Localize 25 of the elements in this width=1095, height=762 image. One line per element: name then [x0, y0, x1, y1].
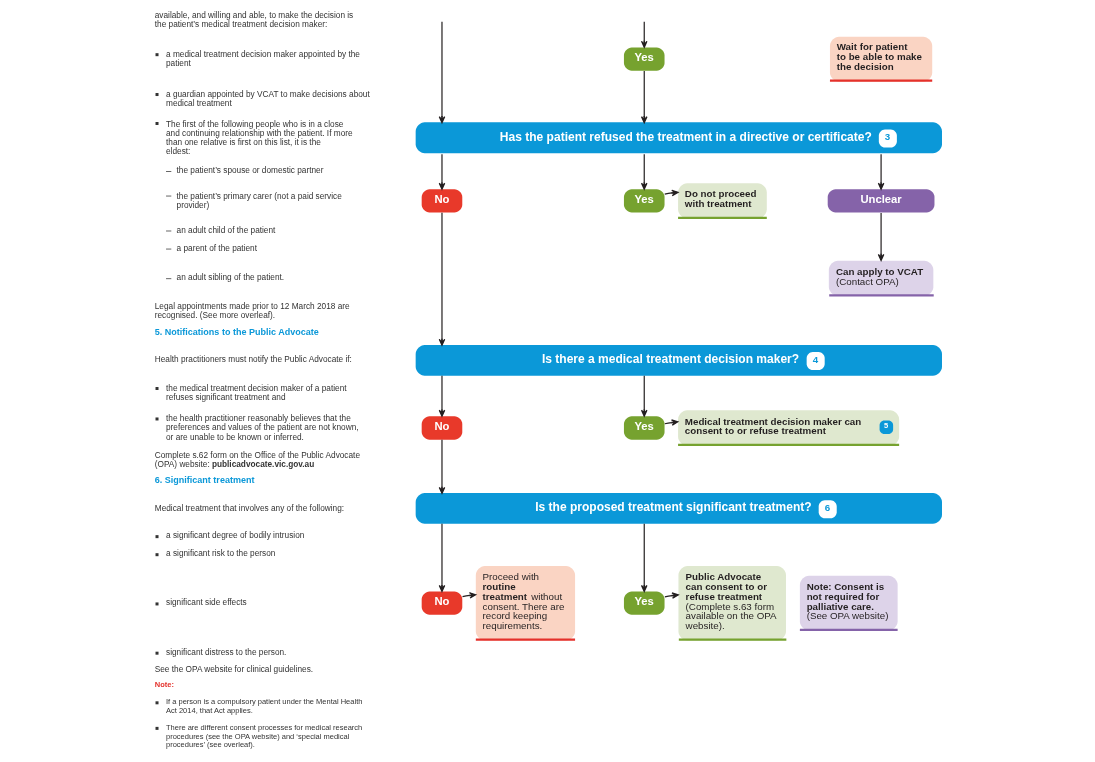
label: Medical treatment that involves any of the following:: [154, 503, 344, 513]
label: a medical treatment decision maker appointed by the patient: [165, 49, 360, 68]
label: the medical treatment decision maker of a patient refuses significant treatment and: [165, 383, 347, 402]
label: The first of the following people who is in a close and continuing relationship with the patient. If more than one relative is first on this list, it is the eldest:: [165, 119, 353, 156]
label: available, and willing and able, to make the decision is the patient’s medical treatment decision maker:: [154, 11, 353, 30]
label: a significant risk to the person: [165, 549, 275, 559]
label: Health practitioners must notify the Public Advocate if:: [154, 355, 352, 365]
label: significant distress to the person.: [165, 647, 286, 657]
label: the health practitioner reasonably believes that the preferences and values of the patient are not known, or are unable to be known or inferred.: [165, 414, 359, 442]
label: a significant degree of bodily intrusion: [165, 531, 304, 540]
label: 5. Notifications to the Public Advocate: [154, 327, 319, 338]
label: If a person is a compulsory patient under the Mental Health Act 2014, that Act applies.: [165, 697, 362, 715]
label: There are different consent processes for medical research procedures (see the OPA website) and ‘special medical procedures’ (see overleaf).: [165, 723, 362, 749]
label: Complete s.62 form on the Office of the Public Advocate (OPA) website: publicadvocate.vic.gov.au: [154, 451, 360, 469]
label: a guardian appointed by VCAT to make decisions about medical treatment: [165, 89, 370, 108]
label: an adult sibling of the patient.: [176, 273, 284, 283]
label: an adult child of the patient: [176, 225, 275, 235]
label: See the OPA website for clinical guidelines.: [154, 664, 313, 674]
label: the patient’s primary carer (not a paid service provider): [176, 191, 342, 210]
label: Legal appointments made prior to 12 March 2018 are recognised. (See more overleaf).: [154, 302, 350, 321]
label: significant side effects: [165, 598, 247, 608]
label: a parent of the patient: [176, 243, 257, 253]
label: 6. Significant treatment: [154, 475, 254, 486]
label: Note:: [154, 680, 174, 690]
label: the patient’s spouse or domestic partner: [176, 166, 323, 176]
